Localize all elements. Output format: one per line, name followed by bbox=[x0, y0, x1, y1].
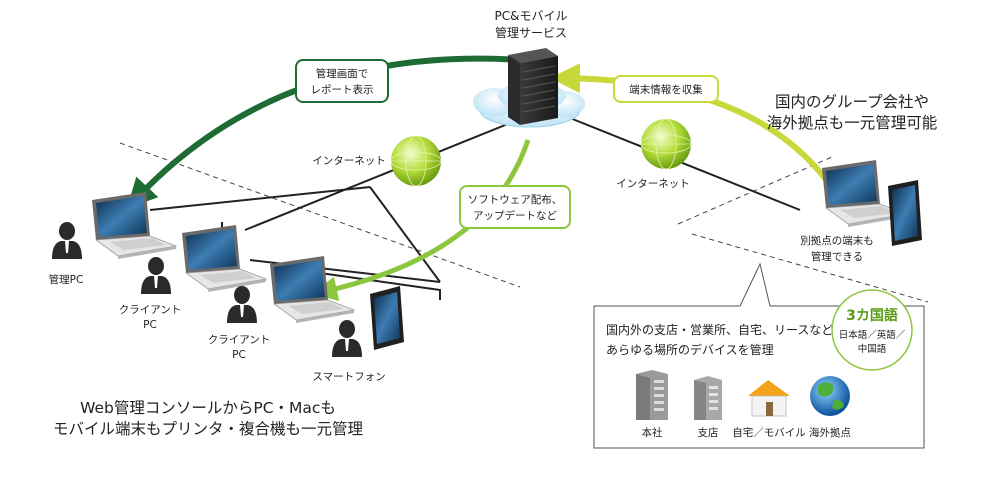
callout-software-line1: ソフトウェア配布、 bbox=[468, 194, 563, 206]
callout-software: ソフトウェア配布、 アップデートなど bbox=[459, 185, 571, 229]
callout-collect: 端末情報を収集 bbox=[613, 75, 719, 103]
server-icon bbox=[508, 48, 558, 125]
language-badge-line1: 日本語／英語／ bbox=[839, 329, 906, 341]
client-pc-1-label-line1: クライアント bbox=[119, 304, 182, 316]
location-label-branch: 支店 bbox=[698, 426, 719, 439]
branch-caption-line2: 管理できる bbox=[811, 250, 863, 263]
branch-building-icon bbox=[694, 376, 722, 420]
client-pc-2-label-line2: PC bbox=[232, 349, 246, 361]
branch-tablet-icon bbox=[888, 180, 922, 246]
network-lines bbox=[149, 114, 801, 300]
smartphone-person-icon bbox=[332, 320, 362, 357]
client-pc-1-laptop-icon bbox=[181, 224, 267, 293]
admin-pc-laptop-icon bbox=[91, 191, 177, 260]
callout-report-line1: 管理画面で bbox=[316, 67, 369, 80]
branch-caption-line1: 別拠点の端末も bbox=[800, 234, 874, 247]
smartphone-tablet-icon bbox=[370, 286, 404, 350]
internet-label-left: インターネット bbox=[312, 155, 386, 167]
callout-report-line2: レポート表示 bbox=[311, 83, 374, 96]
internet-label-right: インターネット bbox=[616, 178, 690, 190]
internet-globe-left-icon bbox=[390, 135, 442, 187]
client-pc-1-label-line2: PC bbox=[143, 319, 157, 331]
location-label-hq: 本社 bbox=[642, 426, 663, 439]
globe-icon bbox=[810, 376, 850, 416]
smartphone-label: スマートフォン bbox=[312, 371, 385, 383]
client-2-person-icon bbox=[227, 286, 257, 323]
client-pc-2-label-line1: クライアント bbox=[208, 334, 271, 346]
admin-person-icon bbox=[52, 222, 82, 259]
server-title-line2: 管理サービス bbox=[495, 25, 567, 40]
callout-software-line2: アップデートなど bbox=[473, 209, 557, 222]
locations-box-line2: あらゆる場所のデバイスを管理 bbox=[606, 342, 774, 357]
zone-divider-right-top bbox=[677, 156, 833, 225]
arrow-collect-info bbox=[550, 63, 838, 194]
location-label-home-mobile: 自宅／モバイル bbox=[732, 426, 806, 439]
zone-divider-left bbox=[119, 142, 521, 288]
house-icon bbox=[748, 380, 790, 417]
location-label-overseas: 海外拠点 bbox=[809, 426, 851, 439]
bottom-headline-line2: モバイル端末もプリンタ・複合機も一元管理 bbox=[53, 420, 363, 438]
language-badge-line2: 中国語 bbox=[858, 343, 887, 355]
zone-divider-right-bottom bbox=[691, 233, 929, 303]
callout-report: 管理画面で レポート表示 bbox=[295, 59, 389, 103]
headline-right-line2: 海外拠点も一元管理可能 bbox=[767, 114, 938, 132]
locations-box-line1: 国内外の支店・営業所、自宅、リースなど bbox=[606, 322, 833, 337]
language-badge-title: 3カ国語 bbox=[846, 307, 898, 324]
server-title-line1: PC&モバイル bbox=[495, 9, 568, 23]
headline-right-line1: 国内のグループ会社や bbox=[775, 93, 929, 111]
office-building-icon bbox=[636, 370, 668, 420]
internet-globe-right-icon bbox=[640, 118, 692, 170]
callout-collect-text: 端末情報を収集 bbox=[629, 83, 703, 96]
admin-pc-label: 管理PC bbox=[49, 273, 84, 286]
language-badge: 3カ国語 日本語／英語／ 中国語 bbox=[831, 289, 913, 371]
arrow-software-distribution bbox=[312, 139, 531, 301]
client-1-person-icon bbox=[141, 257, 171, 294]
bottom-headline-line1: Web管理コンソールからPC・Macも bbox=[80, 399, 336, 417]
